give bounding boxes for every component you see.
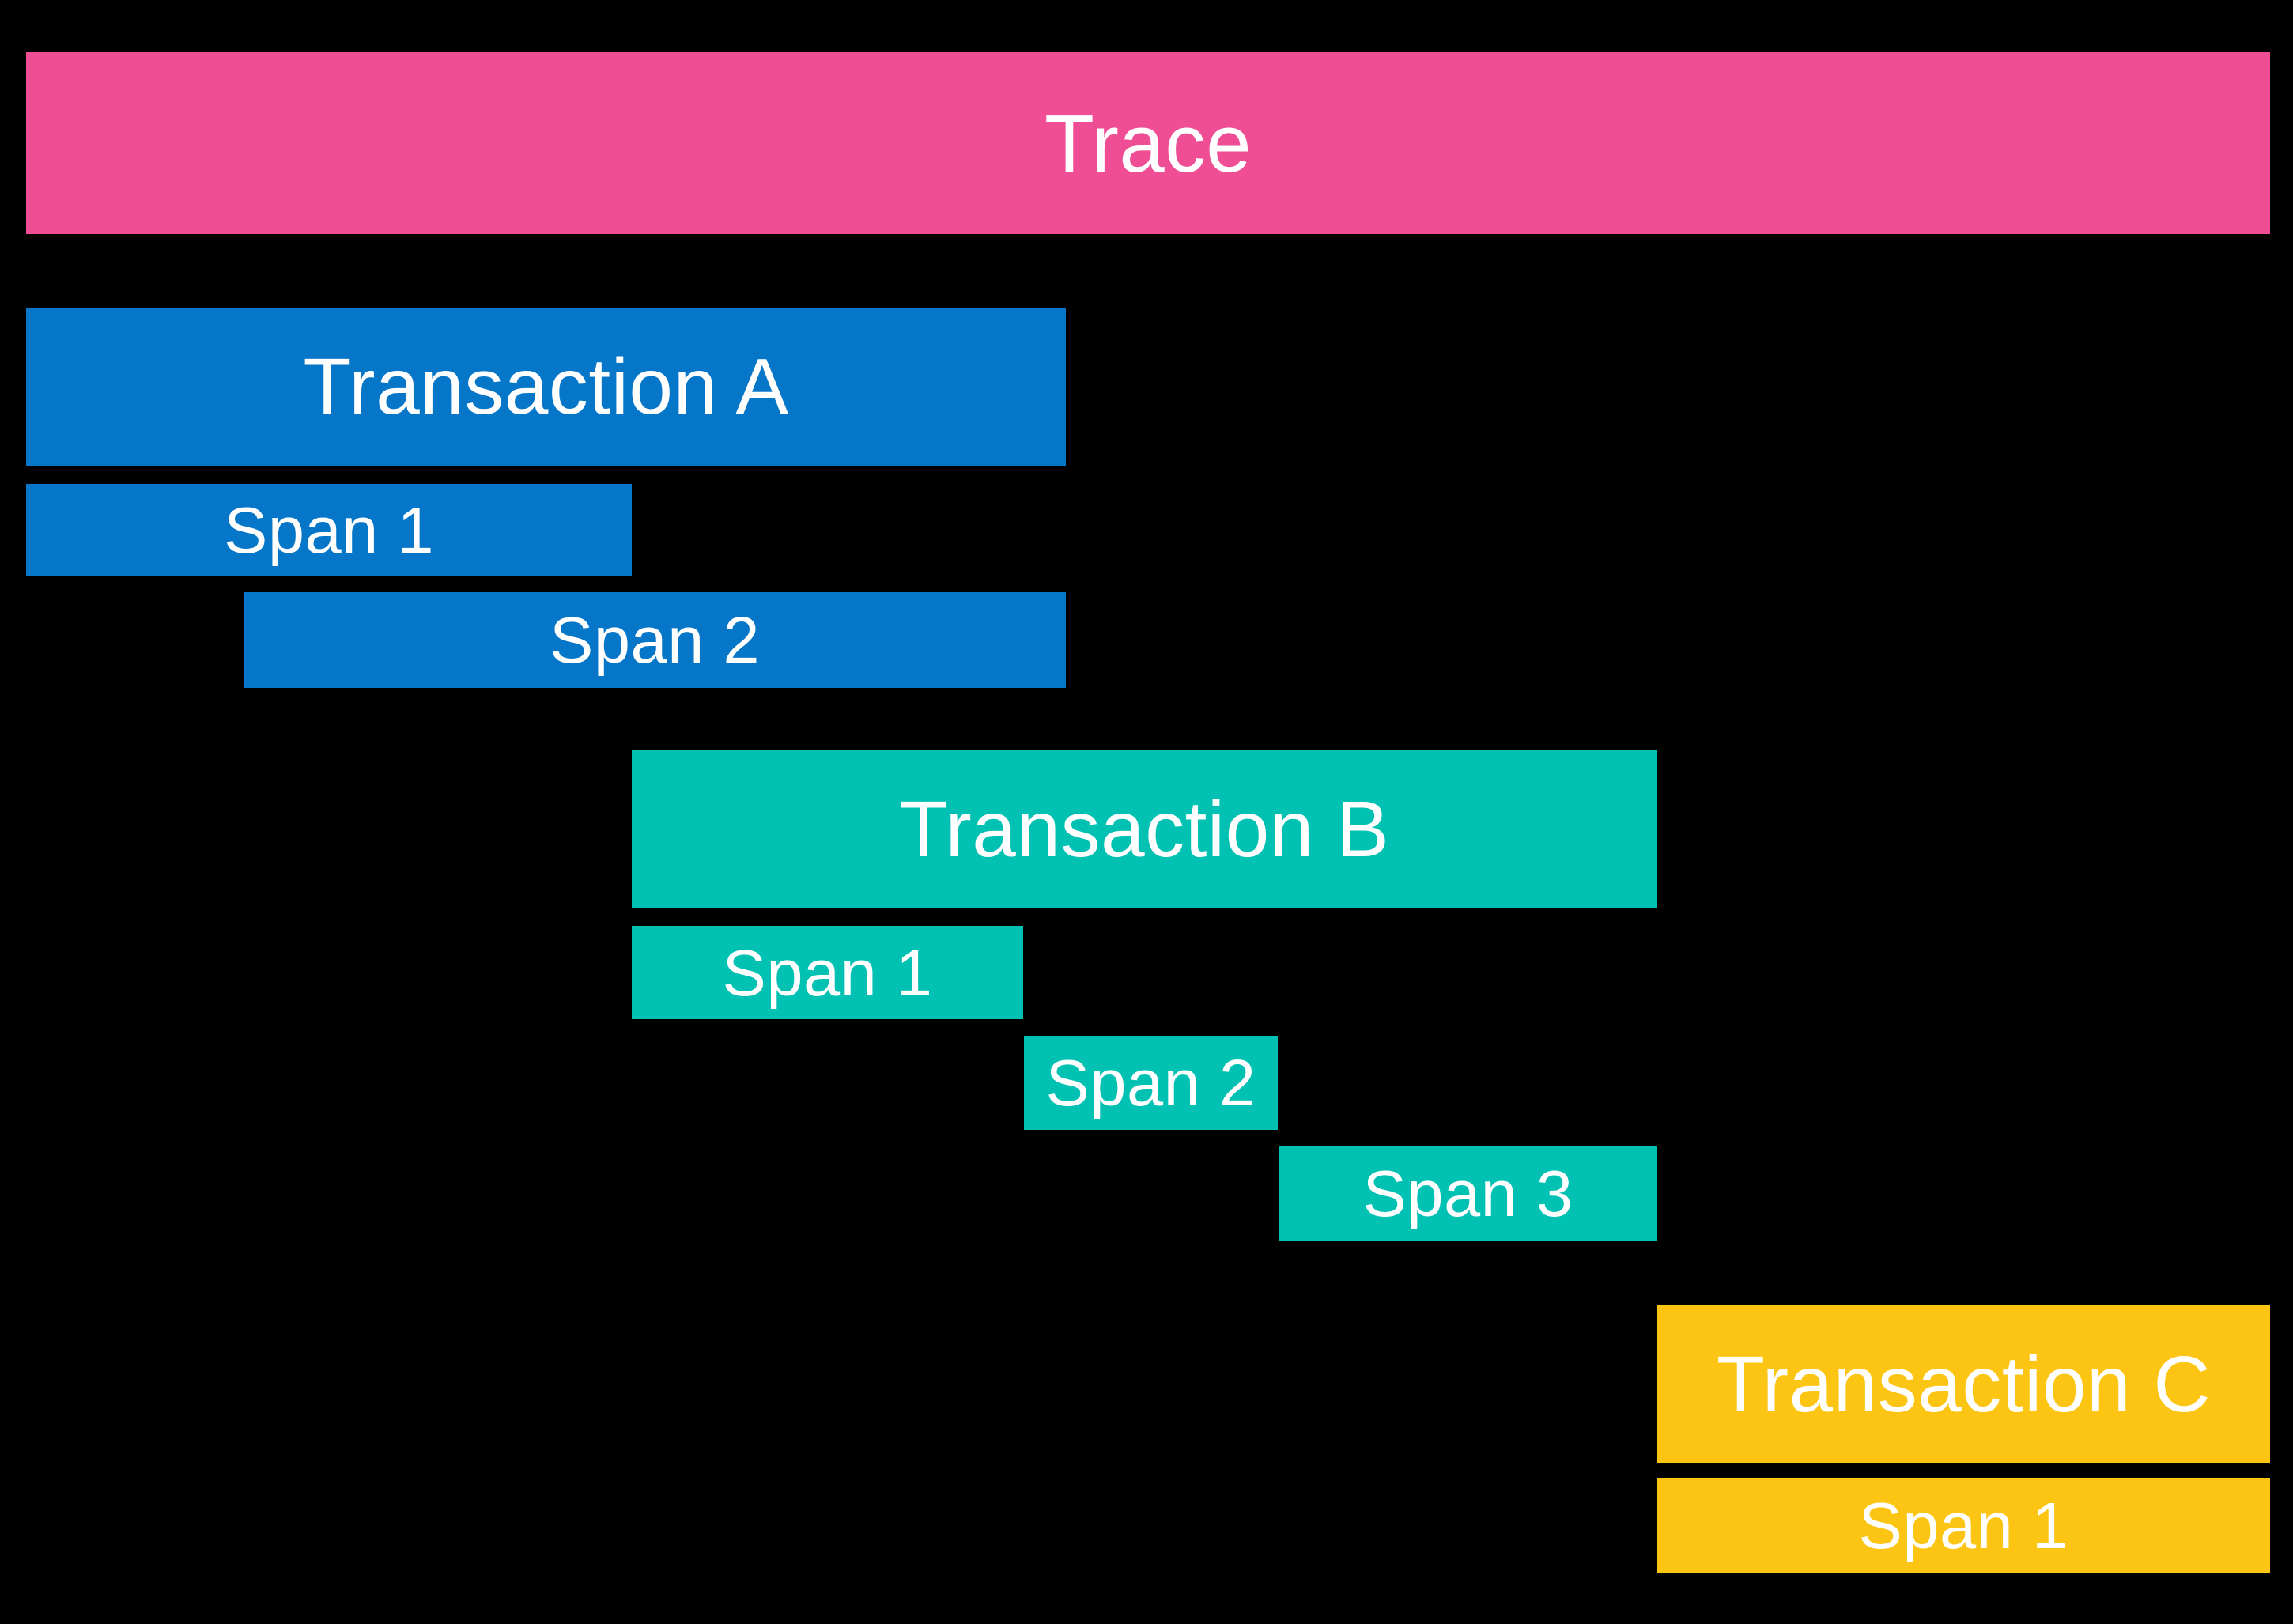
transaction-a-span-2-label: Span 2 (549, 603, 761, 677)
transaction-a-bar[interactable]: Transaction A (26, 308, 1066, 466)
transaction-a-span-2-bar[interactable]: Span 2 (244, 592, 1066, 688)
transaction-b-bar[interactable]: Transaction B (632, 750, 1657, 908)
transaction-c-bar[interactable]: Transaction C (1657, 1305, 2270, 1463)
transaction-c-label: Transaction C (1716, 1339, 2212, 1429)
transaction-b-span-2-label: Span 2 (1045, 1046, 1256, 1120)
trace-bar[interactable]: Trace (26, 52, 2270, 234)
transaction-a-label: Transaction A (303, 342, 789, 431)
transaction-b-span-2-bar[interactable]: Span 2 (1024, 1036, 1278, 1130)
transaction-b-label: Transaction B (899, 785, 1390, 874)
transaction-b-span-1-bar[interactable]: Span 1 (632, 926, 1023, 1019)
transaction-b-span-3-bar[interactable]: Span 3 (1279, 1146, 1657, 1241)
transaction-b-span-3-label: Span 3 (1362, 1157, 1573, 1230)
transaction-a-span-1-bar[interactable]: Span 1 (26, 484, 632, 576)
transaction-b-span-1-label: Span 1 (722, 935, 933, 1010)
transaction-c-span-1-bar[interactable]: Span 1 (1657, 1478, 2270, 1573)
transaction-c-span-1-label: Span 1 (1858, 1488, 2069, 1562)
trace-label: Trace (1045, 97, 1252, 189)
transaction-a-span-1-label: Span 1 (223, 493, 435, 567)
